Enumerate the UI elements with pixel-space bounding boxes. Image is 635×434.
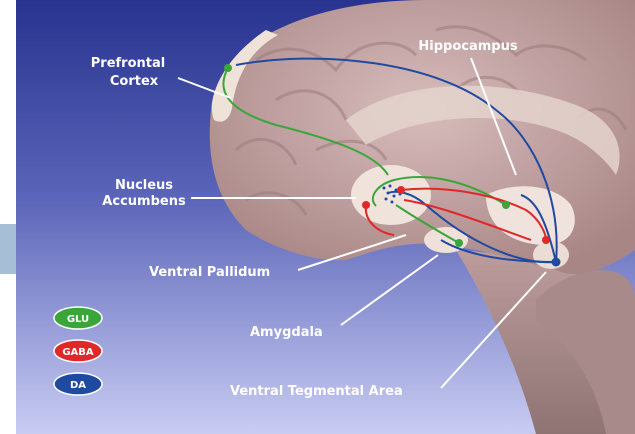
brain-diagram: Prefrontal Cortex Hippocampus Nucleus Ac…	[16, 0, 635, 434]
label-nucleus-line1: Nucleus	[115, 178, 173, 193]
legend-item-gaba: GABA	[54, 340, 102, 362]
gaba-node-vta	[542, 236, 550, 244]
legend-label-gaba: GABA	[62, 347, 94, 358]
label-prefrontal-line2: Cortex	[110, 74, 159, 89]
label-ventral-pallidum: Ventral Pallidum	[149, 265, 270, 280]
glu-node-prefrontal	[224, 64, 232, 72]
gaba-node-accumbens	[362, 201, 370, 209]
left-accent-strip	[0, 224, 16, 274]
diagram-canvas: Prefrontal Cortex Hippocampus Nucleus Ac…	[16, 0, 635, 434]
legend-item-da: DA	[54, 373, 102, 395]
gaba-node-accumbens-2	[397, 186, 405, 194]
label-nucleus-line2: Accumbens	[102, 194, 186, 209]
da-node-vta	[552, 258, 561, 267]
legend-label-glu: GLU	[67, 314, 89, 325]
label-hippocampus: Hippocampus	[418, 39, 517, 54]
label-vta: Ventral Tegmental Area	[230, 384, 403, 399]
legend-label-da: DA	[70, 380, 86, 391]
legend-item-glu: GLU	[54, 307, 102, 329]
nucleus-accumbens-region	[351, 165, 431, 225]
label-amygdala: Amygdala	[250, 325, 323, 340]
legend: GLU GABA DA	[54, 307, 102, 395]
glu-node-amygdala	[455, 239, 463, 247]
label-prefrontal-line1: Prefrontal	[91, 56, 165, 71]
glu-node-hippocampus	[502, 201, 510, 209]
